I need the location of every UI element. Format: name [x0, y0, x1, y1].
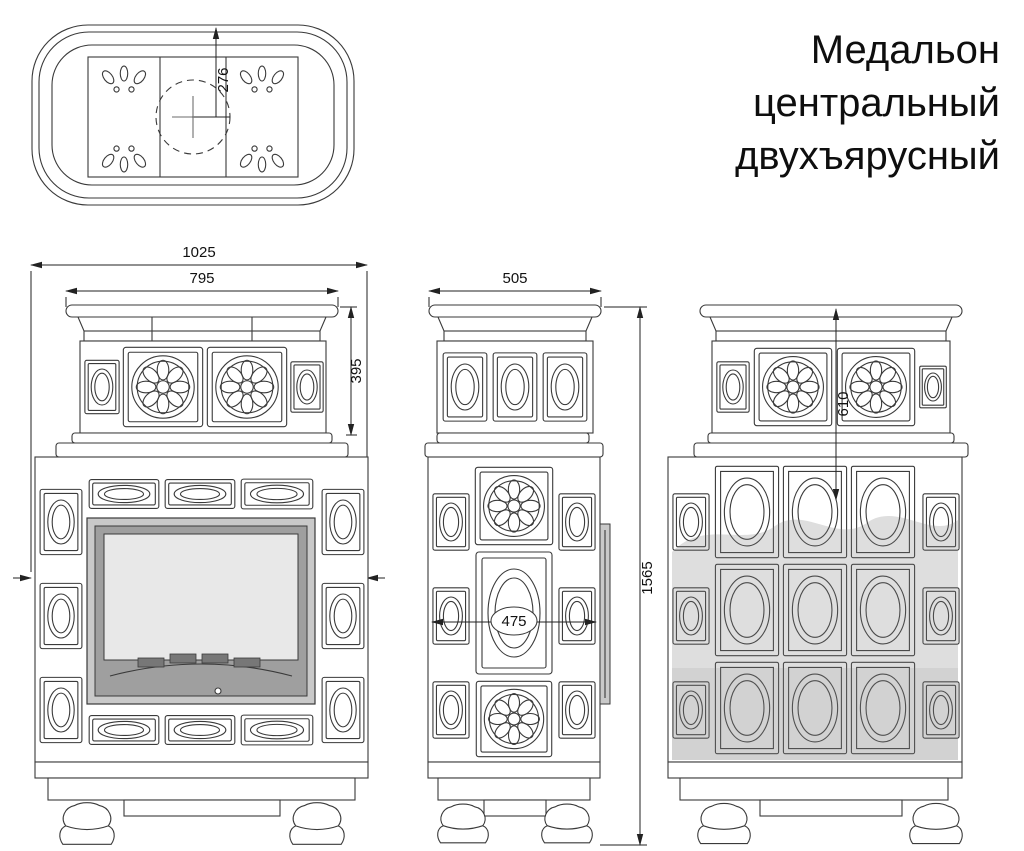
- dim-front-tier-height: 395: [340, 306, 365, 436]
- foot: [289, 802, 345, 845]
- door-knob: [214, 687, 222, 695]
- front-upper-tier: [79, 340, 327, 434]
- rear-base: [667, 761, 963, 845]
- drawing-title: Медальон центральный двухъярусный: [735, 24, 1000, 183]
- side-upper-tier: [436, 340, 594, 434]
- dim-label-505: 505: [502, 270, 527, 287]
- front-cornice: [55, 432, 349, 458]
- side-view: 505: [424, 270, 656, 846]
- plan-mid-contour: [38, 31, 348, 199]
- dim-label-475: 475: [501, 613, 526, 630]
- rear-body: [667, 456, 963, 763]
- tile-rosette: [206, 346, 288, 428]
- rear-crown: [699, 304, 963, 342]
- tile-oval: [84, 359, 120, 415]
- plan-view: 276: [31, 24, 355, 206]
- dim-front-top-width: 795: [65, 270, 339, 307]
- dim-label-795: 795: [189, 270, 214, 287]
- dim-label-395: 395: [348, 358, 365, 383]
- dim-side-inner-depth: 475: [431, 606, 597, 636]
- dim-label-610: 610: [835, 391, 852, 416]
- dim-overall-height: 1565: [600, 306, 656, 846]
- foot: [59, 802, 115, 845]
- foot: [437, 803, 489, 844]
- title-line-2: центральный: [753, 81, 1000, 125]
- rear-cornice: [693, 432, 969, 458]
- front-view: 1025 795: [13, 244, 385, 845]
- tile-oval: [290, 361, 324, 413]
- foot: [697, 802, 751, 845]
- door-glass: [103, 533, 299, 661]
- dim-label-276: 276: [215, 67, 232, 92]
- side-base: [427, 761, 601, 844]
- shading-region: [672, 515, 958, 760]
- dim-rear-upper-height: 610: [832, 308, 852, 501]
- rear-upper-tier: [711, 340, 951, 434]
- title-line-3: двухъярусный: [735, 134, 1000, 178]
- front-crown: [65, 304, 339, 342]
- door-vent-arc: [109, 663, 293, 677]
- firebox-door: [86, 517, 316, 705]
- foot: [909, 802, 963, 845]
- plan-inner-contour: [51, 44, 335, 186]
- title-line-1: Медальон: [810, 28, 1000, 72]
- shading-region-lower: [672, 668, 958, 760]
- side-crown: [428, 304, 602, 342]
- tile-rosette: [122, 346, 204, 428]
- front-base: [34, 761, 369, 845]
- dim-plan-276: 276: [194, 27, 232, 118]
- dim-label-1565: 1565: [639, 561, 656, 594]
- rear-view: 610: [667, 304, 969, 845]
- dim-side-depth: 505: [428, 270, 602, 307]
- side-cornice: [424, 432, 604, 458]
- dim-label-1025: 1025: [182, 244, 215, 261]
- foot: [541, 803, 593, 844]
